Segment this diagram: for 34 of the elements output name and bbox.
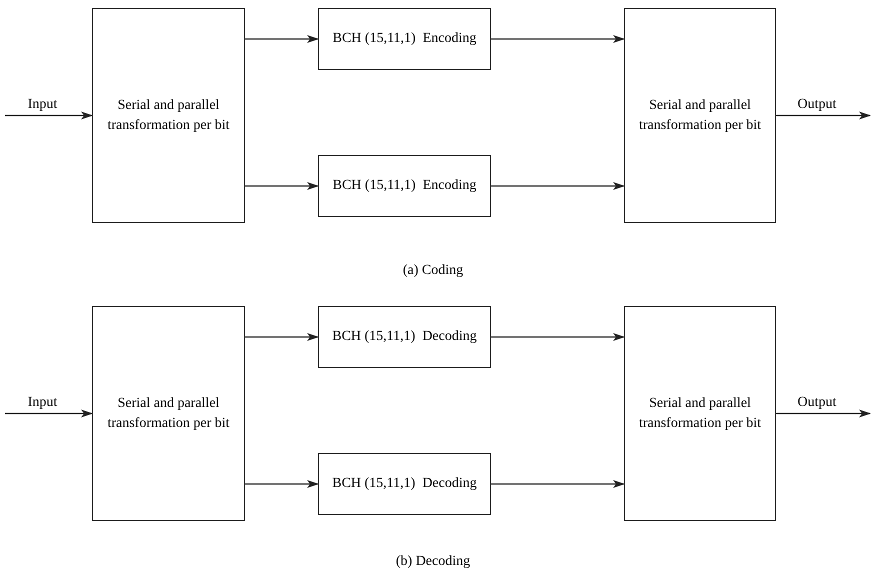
box-text: Serial and parallel transformation per bit [106, 96, 231, 134]
box-text: BCH (15,11,1) Encoding [332, 30, 476, 48]
arrow [491, 182, 625, 190]
box-text: Serial and parallel transformation per bit [638, 96, 762, 134]
box-text: BCH (15,11,1) Encoding [332, 177, 476, 195]
arrow [491, 480, 625, 488]
arrow [5, 410, 93, 418]
process-box [318, 8, 491, 70]
box-text: Serial and parallel transformation per bit [638, 394, 762, 432]
process-box [624, 306, 776, 521]
process-box [624, 8, 776, 223]
arrow [491, 35, 625, 43]
process-box [318, 155, 491, 217]
process-box [92, 8, 245, 223]
edge-label: Input [28, 98, 58, 112]
arrow [491, 333, 625, 341]
process-box [318, 453, 491, 515]
arrow [245, 480, 319, 488]
arrow [245, 35, 319, 43]
arrow [776, 410, 871, 418]
arrow [5, 112, 93, 120]
edge-label: Output [798, 98, 836, 112]
box-text: BCH (15,11,1) Decoding [332, 475, 477, 493]
arrow [776, 112, 871, 120]
arrow [245, 333, 319, 341]
caption: (a) Coding [402, 264, 464, 278]
box-text: BCH (15,11,1) Decoding [332, 328, 477, 346]
process-box [318, 306, 491, 368]
edge-label: Input [28, 396, 58, 410]
arrow [245, 182, 319, 190]
process-box [92, 306, 245, 521]
box-text: Serial and parallel transformation per bit [106, 394, 231, 432]
caption: (b) Decoding [396, 555, 470, 569]
edge-label: Output [798, 396, 836, 410]
